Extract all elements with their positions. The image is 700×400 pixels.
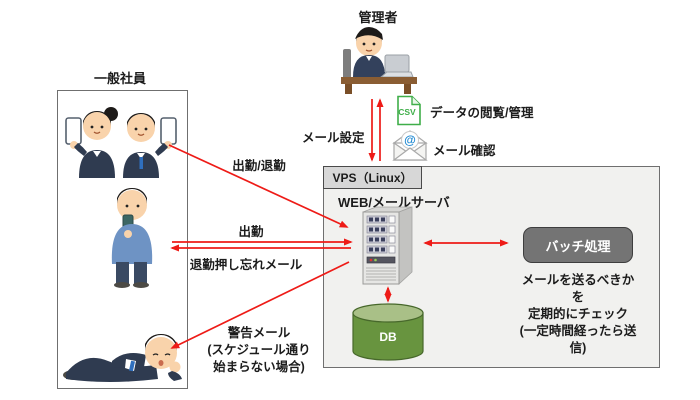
woman-mouth (93, 131, 101, 134)
batch-note-line1: メールを送るべきかを (521, 273, 635, 304)
man-arm (155, 143, 168, 156)
admin-illustration (341, 27, 417, 94)
warning-mail-label: 警告メール (スケジュール通り 始まらない場合) (207, 325, 310, 376)
admin-mouth (365, 49, 373, 52)
mail-icon: @ (392, 130, 428, 161)
employees-title: 一般社員 (93, 71, 147, 86)
pants-leg (134, 262, 147, 284)
desk-leg (404, 84, 411, 94)
db-label: DB (379, 330, 397, 344)
admin-hair-top (355, 27, 383, 40)
vps-tab-label: VPS（Linux） (332, 171, 413, 185)
server-drive-bays (366, 215, 396, 254)
vps-tab: VPS（Linux） (323, 166, 422, 189)
employee-checking-phone-illustration (111, 188, 153, 288)
man-face (127, 114, 155, 142)
phone-icon (65, 117, 82, 145)
csv-file-icon: CSV (397, 95, 421, 126)
data-view-label: データの閲覧/管理 (430, 106, 534, 120)
tie (129, 360, 135, 372)
pants-leg (116, 262, 129, 284)
phone-icon (160, 117, 177, 145)
body (66, 357, 158, 382)
woman-face (83, 112, 111, 140)
mail-check-label: メール確認 (433, 144, 496, 158)
clock-in-out-label: 出勤/退勤 (232, 159, 286, 173)
woman-eye (90, 125, 94, 129)
shoe (133, 282, 149, 288)
batch-process-button: バッチ処理 (523, 227, 633, 263)
desk (341, 77, 417, 84)
server-vents (366, 267, 396, 281)
man-eye (144, 127, 148, 131)
desk-leg (345, 84, 352, 94)
hand (124, 230, 132, 238)
face (145, 337, 177, 369)
batch-note-line3: (一定時間経ったら送信) (519, 324, 637, 355)
admin-eye (372, 42, 376, 46)
at-symbol-text: @ (404, 133, 416, 147)
forgot-clock-out-label: 退勤押し忘れメール (189, 258, 303, 272)
eye (136, 204, 140, 208)
batch-note-line2: 定期的にチェック (527, 307, 628, 321)
woman-suit (79, 150, 115, 178)
laptop-icon (379, 54, 414, 78)
batch-note: メールを送るべきかを 定期的にチェック (一定時間経ったら送信) (517, 272, 639, 357)
csv-icon-text: CSV (398, 107, 416, 117)
server-drive-strip (366, 256, 396, 264)
admin-eye (362, 42, 366, 46)
shoe (114, 282, 130, 288)
warning-mail-line2: (スケジュール通り (207, 343, 311, 357)
woman-arm (74, 143, 87, 156)
database-illustration: DB (352, 303, 424, 361)
closed-eye (152, 353, 159, 356)
admin-suit (353, 55, 385, 77)
employees-with-phones-illustration (65, 107, 177, 178)
man-mouth (137, 133, 145, 136)
hand (169, 361, 181, 373)
web-mail-server-label: WEB/メールサーバ (338, 195, 450, 210)
woman-eye (100, 125, 104, 129)
admin-collar (366, 56, 372, 61)
admin-face (356, 30, 382, 56)
closed-eye (164, 353, 171, 356)
man-eye (134, 127, 138, 131)
warning-mail-line1: 警告メール (227, 326, 291, 340)
sleeping-employee-illustration (63, 334, 182, 382)
server-illustration (362, 206, 413, 285)
mouth (158, 360, 164, 366)
man-tie (139, 157, 143, 169)
clock-in-label: 出勤 (238, 225, 264, 239)
mail-settings-label: メール設定 (302, 131, 365, 145)
arm (168, 371, 182, 381)
admin-title: 管理者 (358, 10, 398, 25)
warning-mail-line3: 始まらない場合) (213, 360, 305, 374)
batch-process-label: バッチ処理 (545, 238, 611, 254)
man-collar (137, 153, 145, 159)
sweater (111, 224, 153, 264)
server-side (398, 206, 413, 285)
woman-collar (93, 151, 101, 157)
chair (343, 49, 351, 81)
eye (125, 204, 129, 208)
face (117, 190, 147, 220)
